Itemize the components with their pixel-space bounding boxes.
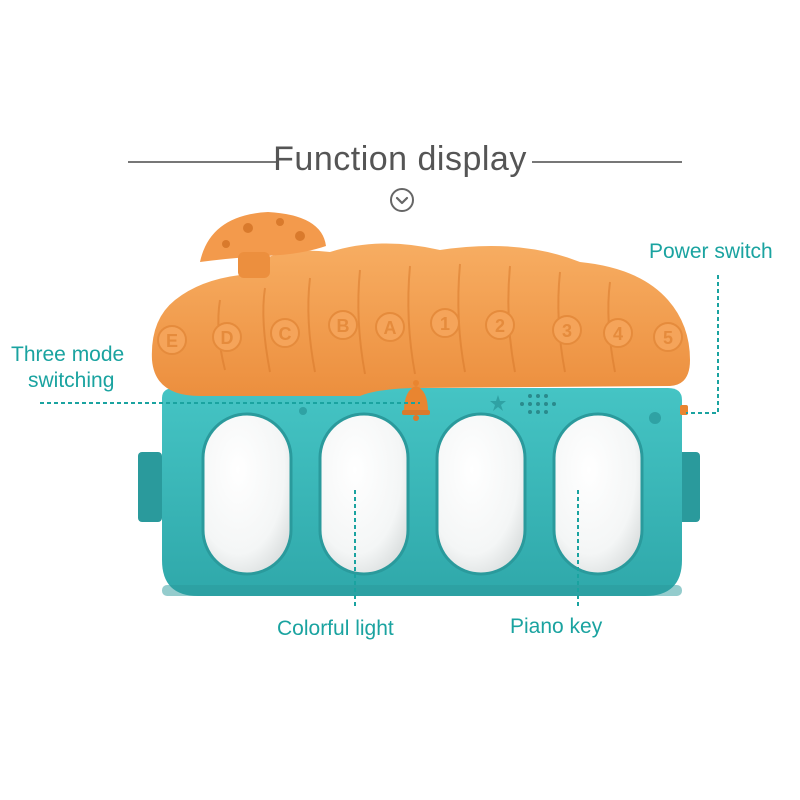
chevron-down-circle-icon [390, 188, 414, 212]
title-rule-left [128, 161, 276, 163]
roof-number-1: 1 [440, 314, 450, 334]
roof-letter-a: A [384, 318, 397, 338]
three-mode-label-line2: switching [28, 369, 115, 392]
roof-letter-e: E [166, 331, 178, 351]
page-title: Function display [273, 140, 527, 178]
roof-letter-d: D [221, 328, 234, 348]
roof-number-5: 5 [663, 328, 673, 348]
speaker-grille [520, 394, 556, 414]
piano-key-3 [435, 412, 527, 576]
piano-key-label: Piano key [510, 615, 603, 638]
piano-key-2 [318, 412, 410, 576]
mushroom-chimney [200, 212, 326, 262]
piano-key-1 [201, 412, 293, 576]
roof-letters: E D C B A 1 2 3 4 5 [157, 308, 683, 355]
three-mode-label-line1: Three mode [11, 343, 125, 366]
left-handle [138, 452, 162, 522]
toy-body [162, 388, 682, 596]
piano-key-4 [552, 412, 644, 576]
piano-keys [201, 412, 644, 576]
roof-number-4: 4 [613, 324, 623, 344]
roof-number-3: 3 [562, 321, 572, 341]
roof-letter-c: C [279, 324, 292, 344]
roof-number-2: 2 [495, 316, 505, 336]
power-switch-label: Power switch [649, 240, 773, 263]
bell-icon [402, 380, 430, 421]
colorful-light-label: Colorful light [277, 617, 394, 640]
roof-letter-b: B [337, 316, 350, 336]
callout-line-power [686, 275, 719, 414]
roof [151, 243, 690, 396]
title-rule-right [532, 161, 682, 163]
